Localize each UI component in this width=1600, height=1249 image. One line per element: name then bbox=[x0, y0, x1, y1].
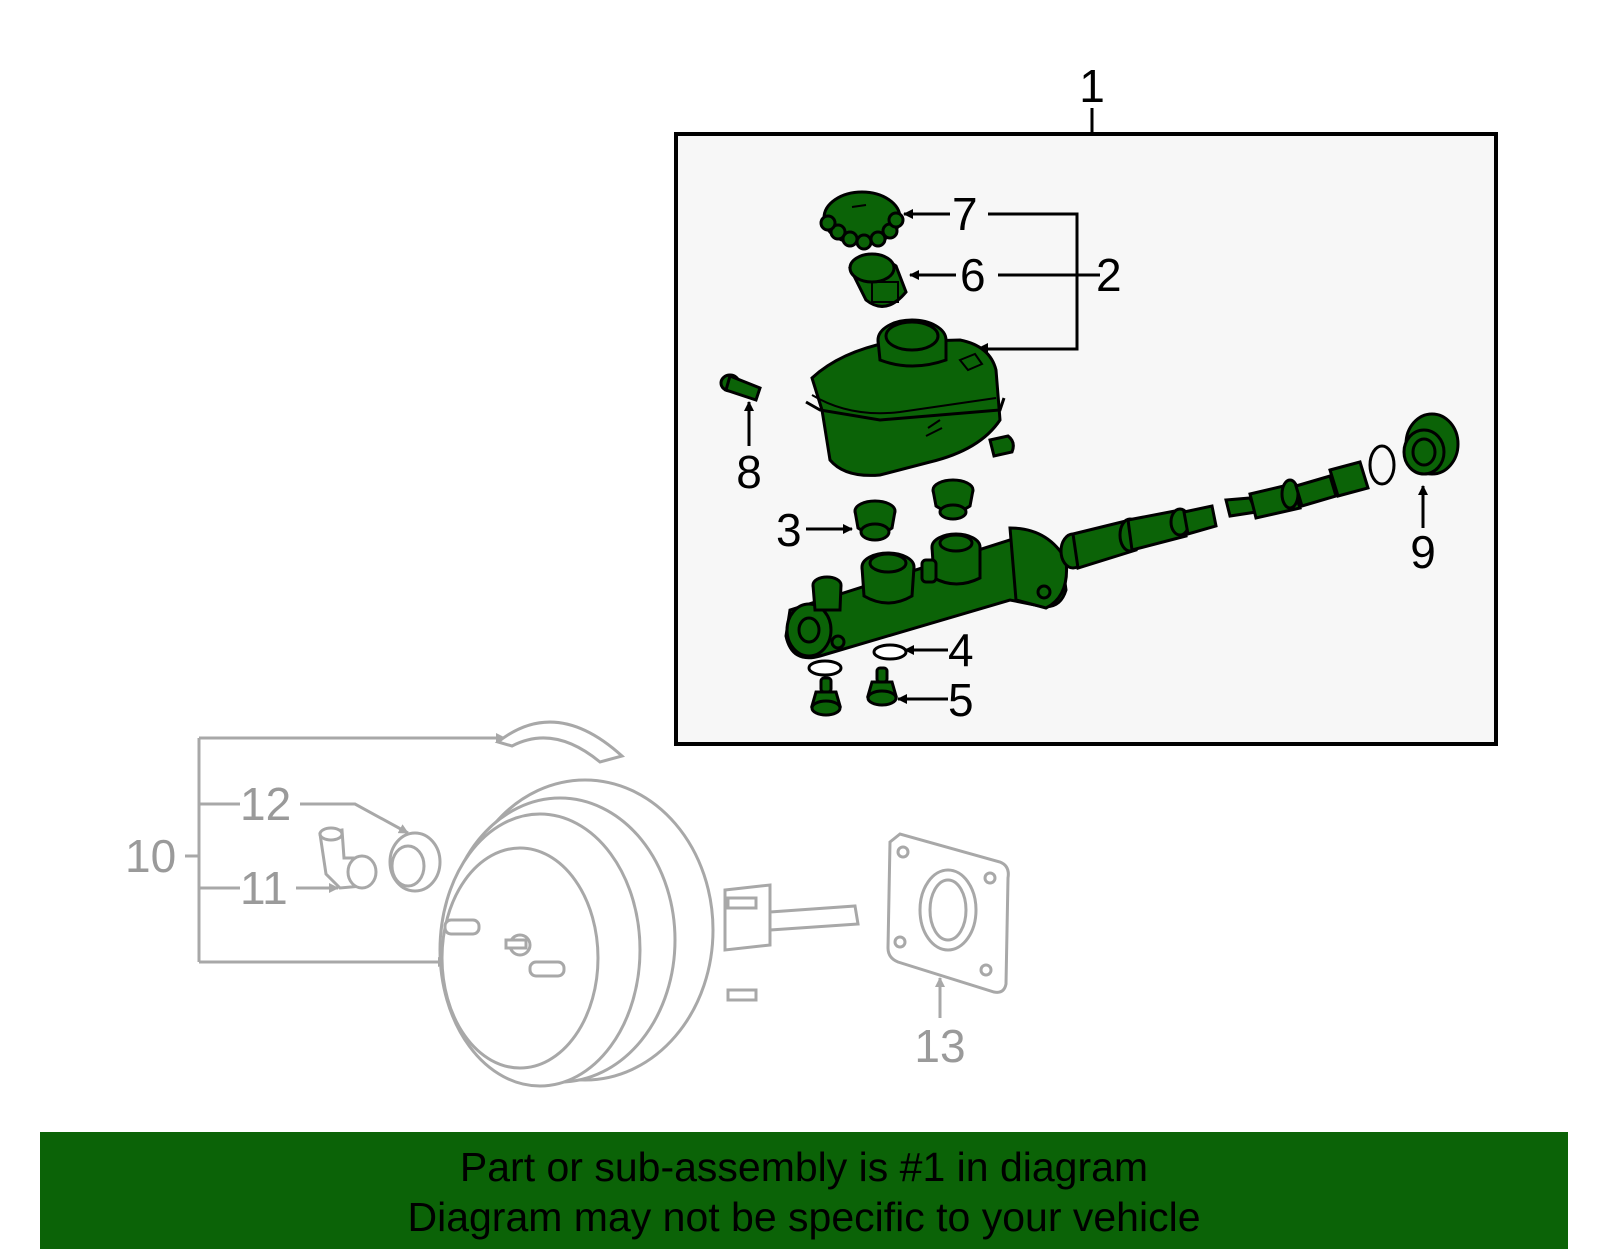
callout-2: 2 bbox=[1096, 249, 1122, 301]
callout-11: 11 bbox=[240, 862, 288, 914]
callout-9: 9 bbox=[1410, 526, 1436, 578]
part-10-brake-booster bbox=[438, 778, 860, 1088]
callout-5: 5 bbox=[948, 674, 974, 726]
part-5-bleeder-screw[interactable] bbox=[810, 666, 898, 717]
part-7-reservoir-cap[interactable] bbox=[819, 190, 905, 251]
part-booster-gasket-arc bbox=[494, 720, 626, 764]
footer-line-1: Part or sub-assembly is #1 in diagram bbox=[459, 1144, 1149, 1190]
part-3-grommet-2[interactable] bbox=[931, 478, 975, 521]
callout-3: 3 bbox=[776, 504, 802, 556]
part-piston-assembly[interactable] bbox=[1059, 460, 1370, 570]
callout-4: 4 bbox=[948, 624, 974, 676]
part-master-cylinder-body[interactable] bbox=[784, 526, 1069, 660]
part-11-check-valve bbox=[318, 826, 378, 890]
part-piston-o-ring[interactable] bbox=[1368, 444, 1396, 486]
leader-2-bracket bbox=[980, 212, 1100, 351]
part-3-grommet[interactable] bbox=[853, 499, 897, 542]
callout-6: 6 bbox=[960, 249, 986, 301]
callout-12: 12 bbox=[240, 778, 291, 830]
leader-10-bracket bbox=[185, 733, 506, 967]
callout-13: 13 bbox=[914, 1020, 965, 1072]
footer-line-2: Diagram may not be specific to your vehi… bbox=[407, 1194, 1201, 1240]
callout-7: 7 bbox=[952, 188, 978, 240]
part-9-seal[interactable] bbox=[1402, 412, 1460, 476]
part-13-mounting-gasket bbox=[886, 832, 1010, 994]
footer-banner: Part or sub-assembly is #1 in diagram Di… bbox=[40, 1132, 1568, 1249]
callout-10: 10 bbox=[125, 830, 176, 882]
callout-1: 1 bbox=[1079, 60, 1105, 112]
part-12-grommet bbox=[388, 831, 442, 893]
callout-8: 8 bbox=[736, 446, 762, 498]
part-2-reservoir[interactable] bbox=[805, 318, 1015, 477]
part-6-strainer[interactable] bbox=[848, 252, 908, 308]
part-8-bolt[interactable] bbox=[719, 373, 762, 402]
